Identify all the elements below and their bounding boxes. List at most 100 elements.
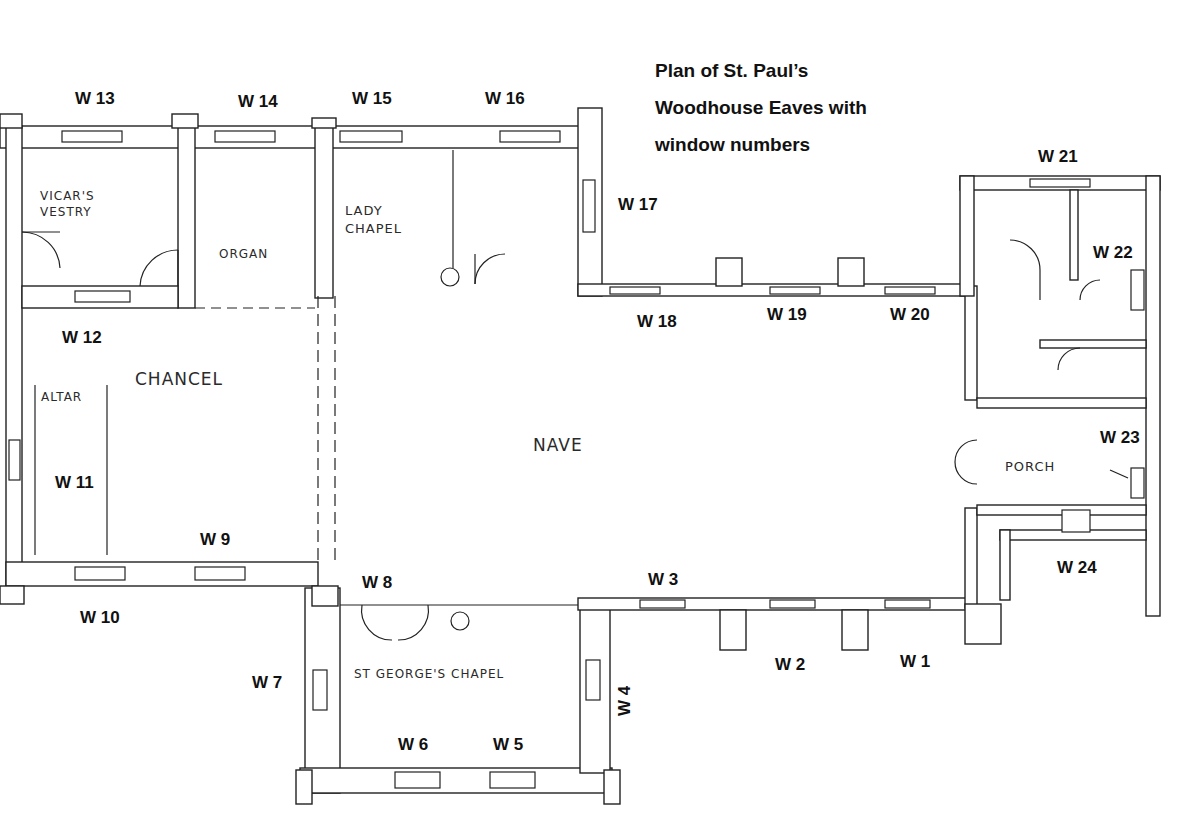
plan-line — [604, 770, 620, 804]
plan-line — [140, 250, 178, 286]
plan-line — [770, 600, 815, 608]
plan-line — [75, 291, 130, 302]
plan-line — [475, 254, 505, 284]
plan-line — [22, 286, 178, 308]
window-number: W 7 — [252, 674, 282, 691]
plan-line — [6, 562, 318, 586]
plan-line — [500, 131, 560, 142]
room-name: PORCH — [1005, 458, 1055, 476]
window-number: W 17 — [618, 196, 658, 213]
plan-line — [75, 567, 125, 580]
plan-line — [955, 462, 977, 484]
plan-line — [474, 254, 475, 284]
plan-line — [334, 296, 335, 560]
plan-line — [398, 605, 428, 640]
window-number: W 20 — [890, 306, 930, 323]
plan-line — [177, 250, 178, 286]
plan-line — [215, 131, 275, 142]
plan-line — [305, 588, 340, 793]
room-name: VICAR'S VESTRY — [40, 188, 132, 220]
plan-line — [1010, 240, 1040, 300]
window-number: W 3 — [648, 571, 678, 588]
plan-line — [842, 610, 868, 650]
plan-line — [965, 286, 977, 400]
window-number: W 15 — [352, 90, 392, 107]
window-number: W 13 — [75, 90, 115, 107]
room-area: NAVE — [335, 296, 965, 598]
plan-line — [578, 108, 602, 296]
plan-line — [315, 126, 333, 298]
plan-line — [716, 258, 742, 286]
plan-line — [296, 770, 312, 804]
plan-line — [955, 440, 977, 462]
window-number: W 16 — [485, 90, 525, 107]
plan-line — [960, 176, 974, 296]
plan-line — [452, 150, 453, 268]
plan-line — [340, 604, 430, 605]
window-number: W 21 — [1038, 148, 1078, 165]
plan-line — [885, 600, 930, 608]
plan-line — [6, 126, 22, 600]
window-number: W 9 — [200, 531, 230, 548]
window-number: W 24 — [1057, 559, 1097, 576]
plan-lines — [22, 150, 1128, 640]
plan-line — [1080, 280, 1100, 300]
plan-line — [451, 612, 469, 630]
plan-line — [586, 660, 600, 700]
window-number: W 11 — [55, 474, 94, 491]
plan-line — [312, 586, 338, 606]
plan-line — [313, 670, 327, 710]
plan-line — [770, 287, 820, 294]
window-number: W 23 — [1100, 429, 1140, 446]
room-name: ST GEORGE'S CHAPEL — [354, 666, 504, 682]
window-number: W 19 — [767, 306, 807, 323]
plan-line — [172, 114, 198, 128]
plan-line — [62, 131, 122, 142]
plan-line — [720, 610, 746, 650]
plan-line — [640, 600, 685, 608]
plan-line — [312, 118, 336, 128]
window-number: W 5 — [493, 736, 523, 753]
room-name: CHANCEL — [135, 368, 223, 391]
plan-line — [9, 440, 20, 480]
windows — [9, 131, 1144, 788]
plan-line — [195, 567, 245, 580]
plan-line — [1058, 348, 1080, 370]
room-area: CHANCEL ALTAR — [22, 310, 318, 562]
window-number: W 22 — [1093, 244, 1133, 261]
plan-line — [195, 307, 315, 308]
plan-line — [838, 258, 864, 286]
plan-line — [578, 284, 970, 296]
plan-line — [1030, 179, 1090, 187]
plan-line — [300, 768, 612, 793]
room-name: ALTAR — [41, 389, 82, 405]
plan-line — [578, 598, 970, 610]
plan-line — [22, 232, 60, 268]
plan-line — [965, 604, 1001, 644]
room-area: PORCH — [977, 408, 1145, 505]
plan-line — [1062, 510, 1090, 532]
plan-line — [430, 604, 578, 605]
plan-line — [0, 586, 24, 604]
plan-line — [34, 385, 35, 555]
plan-line — [610, 287, 660, 294]
plan-line — [340, 131, 402, 142]
window-number: W 2 — [775, 656, 805, 673]
room-area: VICAR'S VESTRY — [22, 150, 178, 286]
window-number: W 18 — [637, 313, 677, 330]
plan-line — [317, 296, 318, 560]
plan-line — [977, 398, 1146, 408]
window-number: W 8 — [362, 574, 392, 591]
plan-line — [362, 605, 392, 640]
plan-line — [1146, 176, 1160, 616]
room-name: NAVE — [533, 434, 583, 457]
plan-line — [0, 126, 600, 148]
room-area: ALTAR — [35, 385, 107, 555]
plan-line — [395, 772, 440, 788]
window-number: W 4 — [616, 686, 633, 716]
plan-line — [965, 508, 977, 608]
plan-line — [960, 176, 1160, 190]
room-name: ORGAN — [219, 246, 268, 262]
window-number: W 10 — [80, 609, 120, 626]
